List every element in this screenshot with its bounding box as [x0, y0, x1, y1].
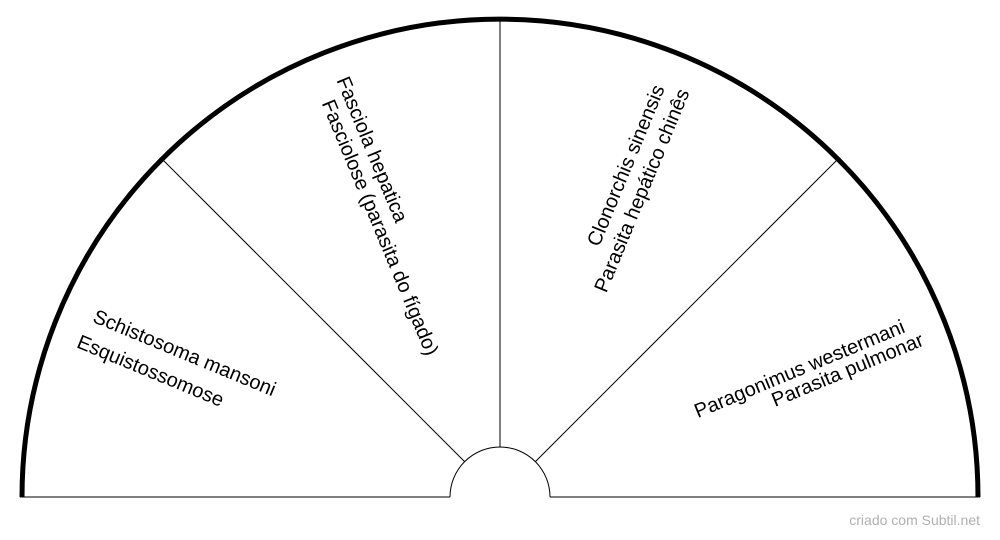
- sector-4: Paragonimus westermani Parasita pulmonar: [691, 316, 927, 423]
- divider-45: [535, 158, 839, 462]
- footer-credit: criado com Subtil.net: [849, 512, 980, 528]
- inner-arc: [449, 446, 551, 498]
- sector-2: Fasciola hepatica Fasciolose (parasita d…: [317, 74, 442, 359]
- divider-135: [161, 158, 465, 462]
- sector-1: Schistosoma mansoni Esquistossomose: [74, 306, 279, 412]
- sector-2-line2: Fasciolose (parasita do fígado): [317, 97, 442, 359]
- sector-3: Clonorchis sinensis Parasita hepático ch…: [583, 82, 694, 296]
